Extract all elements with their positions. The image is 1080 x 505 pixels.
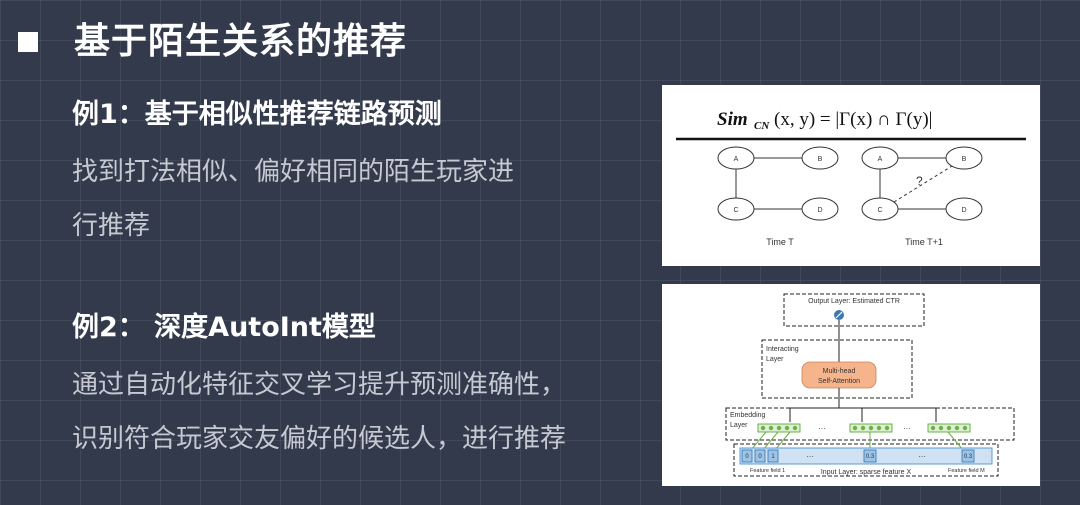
node-label: B [818,156,823,163]
embedding-ellipsis: ··· [903,424,911,433]
input-cell [754,449,766,463]
node-d-t [801,197,839,221]
input-cell-value: 0 [745,454,749,460]
node-label: C [733,207,738,214]
embedding-ellipsis: ··· [818,424,826,433]
input-cell [961,449,975,463]
node-label: D [961,207,966,214]
formula-body: (x, y) = |Γ(x) ∩ Γ(y)| [774,109,932,130]
interacting-layer-label: Layer [766,356,784,363]
node-c-t1 [861,197,899,221]
example1-body: 找到打法相似、偏好相同的陌生玩家进 行推荐 [72,157,515,241]
embedding-layer-label: Layer [730,422,748,429]
input-layer-box [733,443,999,477]
feature-field-m-label: Feature field M [948,468,985,474]
node-label: A [734,156,739,163]
node-b-t1 [945,146,983,170]
question-mark: ? [916,174,923,188]
interacting-layer-label: Interacting [766,346,799,353]
input-cell-value: 0 [758,454,762,460]
output-layer-box [783,293,925,327]
page-title: 基于陌生关系的推荐 [74,21,408,62]
node-label: D [817,207,822,214]
title-bullet [18,32,38,52]
input-layer-label: Input Layer: sparse feature X [821,469,912,476]
time-t-label: Time T [766,237,794,247]
feature-field-1-label: Feature field 1 [750,468,785,474]
input-cell [741,449,753,463]
attention-label: Self-Attention [818,378,860,385]
formula-sim: Sim [717,109,748,130]
example2-heading: 例2： 深度AutoInt模型 [72,312,376,343]
attention-label: Multi-head [823,368,856,375]
node-a-t1 [861,146,899,170]
node-d-t1 [945,197,983,221]
autoint-figure: Output Layer: Estimated CTR Interacting … [662,284,1040,486]
link-prediction-figure: Sim CN (x, y) = |Γ(x) ∩ Γ(y)| A B [662,85,1040,266]
input-cell [767,449,779,463]
node-b-t [801,146,839,170]
node-label: B [962,156,967,163]
input-cell-value: 0.3 [964,454,973,460]
interacting-layer-box [761,339,913,399]
input-ellipsis: ··· [918,452,926,461]
node-label: A [878,156,883,163]
input-cell-value: 0.3 [866,454,875,460]
node-a-t [717,146,755,170]
output-layer-label: Output Layer: Estimated CTR [808,298,900,305]
embedding-layer-label: Embedding [730,412,766,419]
input-cell-value: 1 [771,454,775,460]
example2-body: 通过自动化特征交叉学习提升预测准确性， 识别符合玩家交友偏好的候选人，进行推荐 [72,370,567,454]
node-c-t [717,197,755,221]
node-label: C [877,207,882,214]
example1-heading: 例1：基于相似性推荐链路预测 [72,99,442,130]
time-t1-label: Time T+1 [905,237,943,247]
formula-subscript: CN [754,120,770,132]
input-cell [863,449,877,463]
input-ellipsis: ··· [806,452,814,461]
